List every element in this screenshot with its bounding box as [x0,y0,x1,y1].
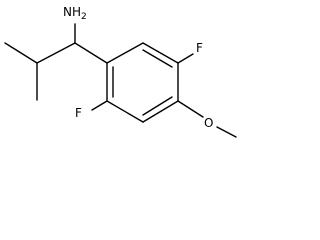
bond-alpha-carbon-isopropyl-ch [36,42,76,64]
ring-double-bond-inner-1 [142,49,173,68]
fluorine-top-label: F [196,41,203,55]
fluorine-bottom-label: F [75,106,82,120]
ring-bond-2 [142,42,179,64]
bond-ring-oxygen [177,100,204,118]
bond-isopropyl-methyl-left [4,42,38,64]
bond-ring-fluorine-top [177,53,194,64]
bond-ipso-alpha-carbon [74,42,108,64]
ring-double-bond-inner-2 [142,96,173,116]
ring-bond-5 [106,100,144,123]
bond-oxygen-methyl [216,126,237,138]
amine-label: NH2 [63,5,87,22]
chemical-structure-diagram: NH2 F O F [4,5,237,138]
ring-bond-1 [106,42,144,64]
ring-bond-4 [142,100,179,123]
oxygen-label: O [204,116,213,130]
bond-ring-fluorine-bottom [91,100,108,111]
